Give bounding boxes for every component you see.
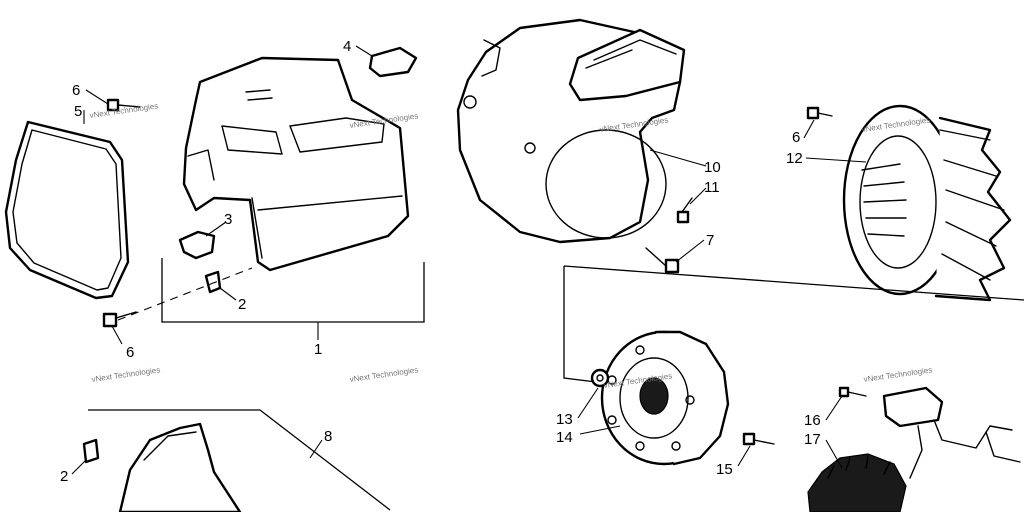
bolt-15 — [742, 432, 775, 446]
callout-1: 1 — [314, 341, 322, 358]
callout-6-top: 6 — [72, 82, 80, 99]
callout-17: 17 — [804, 431, 821, 448]
bolt-16 — [838, 386, 867, 398]
watermark-1: vNext Technologies — [89, 101, 159, 120]
bracket-flywheel — [563, 265, 1024, 383]
callout-12: 12 — [786, 150, 803, 167]
bolt-lower-left — [102, 311, 137, 328]
callout-16: 16 — [804, 412, 821, 429]
callout-15: 15 — [716, 461, 733, 478]
callout-11: 11 — [704, 179, 720, 196]
callout-2-upper: 2 — [238, 296, 246, 313]
cooling-fan — [842, 104, 1012, 302]
bolt-fan — [806, 106, 833, 120]
nut-13 — [590, 368, 610, 388]
bolt-11 — [676, 197, 693, 224]
clip — [178, 230, 216, 260]
callout-labels: 6 5 4 3 2 6 1 10 11 7 6 12 13 14 15 16 1… — [60, 38, 821, 485]
callout-8: 8 — [324, 428, 332, 445]
callout-14: 14 — [556, 429, 573, 446]
fan-housing — [456, 18, 686, 244]
callout-2-lower: 2 — [60, 468, 68, 485]
watermark-8: vNext Technologies — [863, 365, 933, 384]
flywheel — [600, 330, 730, 466]
gasket — [4, 120, 130, 300]
nut-upper — [204, 270, 222, 294]
watermark-5: vNext Technologies — [91, 365, 161, 384]
callout-6-lower: 6 — [126, 344, 134, 361]
callout-5: 5 — [74, 103, 82, 120]
callout-3: 3 — [224, 211, 232, 228]
stator — [807, 386, 1021, 512]
leader-dashed-left — [117, 267, 253, 321]
cover-plate — [368, 46, 418, 78]
callout-6-fan: 6 — [792, 129, 800, 146]
callout-13: 13 — [556, 411, 573, 428]
callout-4: 4 — [343, 38, 351, 55]
bolt-top-left — [106, 98, 141, 112]
watermark-6: vNext Technologies — [349, 365, 419, 384]
leader-lines — [71, 45, 867, 475]
upper-shroud — [182, 56, 410, 272]
lower-shroud — [88, 409, 391, 512]
callout-10: 10 — [704, 159, 721, 176]
nut-lower — [82, 438, 100, 464]
callout-7: 7 — [706, 232, 714, 249]
bracket-assembly-1 — [161, 258, 425, 323]
bolt-7 — [645, 247, 680, 274]
